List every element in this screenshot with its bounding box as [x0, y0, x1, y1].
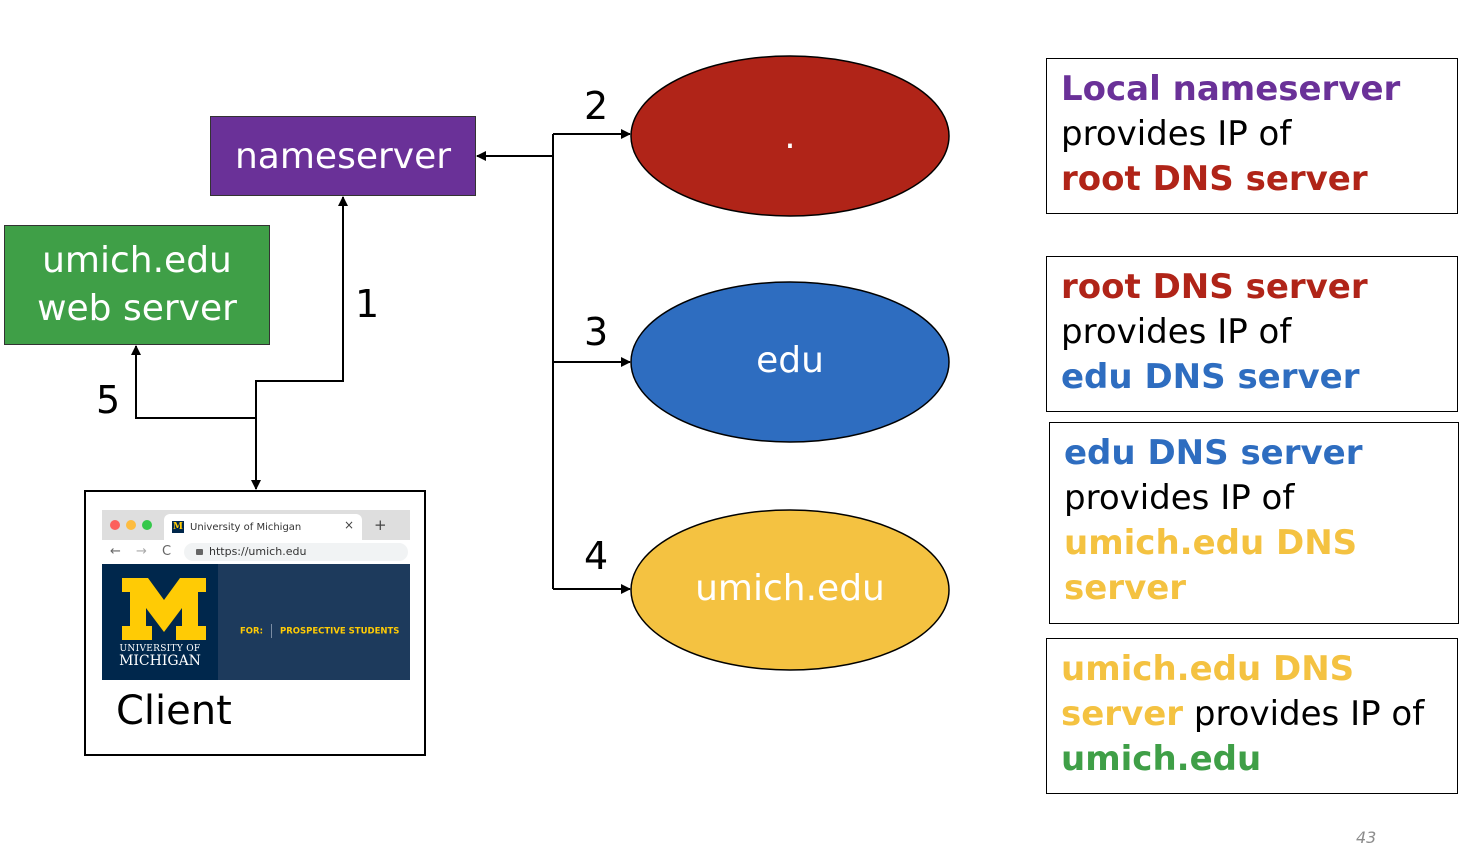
wordmark-michigan: MICHIGAN [119, 653, 201, 669]
info-2-subject: root DNS server [1061, 267, 1368, 307]
step-5-label: 5 [96, 378, 121, 422]
web-server-box: umich.edu web server [4, 225, 270, 345]
arrow-client-to-webserver [131, 345, 256, 419]
info-4-verb: provides IP of [1183, 694, 1425, 734]
edu-dns-label: edu [756, 340, 824, 381]
minimize-window-dot [126, 520, 136, 530]
root-dns-ellipse [630, 55, 950, 217]
info-4-subject: umich.edu DNS server [1061, 649, 1355, 734]
step-1-label: 1 [355, 282, 380, 326]
step-4-label: 4 [584, 534, 609, 578]
umich-homepage: UNIVERSITY OF MICHIGAN FOR: PROSPECTIVE S… [102, 564, 410, 680]
university-wordmark: UNIVERSITY OF MICHIGAN [108, 644, 212, 668]
wordmark-university-of: UNIVERSITY OF [119, 644, 201, 654]
audience-label: PROSPECTIVE STUDENTS [279, 626, 400, 637]
info-2-object: edu DNS server [1061, 357, 1360, 397]
browser-tab-title: University of Michigan [190, 521, 302, 533]
info-box-local-nameserver: Local nameserver provides IP of root DNS… [1046, 58, 1458, 214]
arrow-client-to-nameserver [255, 196, 348, 418]
browser-tab: M University of Michigan × [164, 514, 362, 540]
info-box-edu-dns: edu DNS server provides IP of umich.edu … [1049, 422, 1459, 624]
maximize-window-dot [142, 520, 152, 530]
local-nameserver-box: nameserver [210, 116, 476, 196]
info-3-object: umich.edu DNS server [1064, 523, 1358, 608]
client-label: Client [116, 688, 232, 734]
browser-address-bar: ← → C https://umich.edu [102, 540, 410, 565]
info-1-verb: provides IP of [1061, 114, 1292, 154]
umich-favicon-icon: M [172, 521, 184, 533]
info-2-verb: provides IP of [1061, 312, 1292, 352]
audience-bar: FOR: PROSPECTIVE STUDENTS [240, 624, 399, 638]
web-server-label-line2: web server [37, 288, 237, 329]
lock-icon [196, 549, 203, 555]
block-m-logo-icon [122, 578, 206, 640]
reload-icon: C [162, 544, 172, 559]
browser-tab-bar: M University of Michigan × + [102, 510, 410, 540]
forward-arrow-icon: → [136, 544, 147, 559]
info-4-object: umich.edu [1061, 739, 1262, 779]
url-text: https://umich.edu [209, 545, 307, 558]
url-field: https://umich.edu [184, 543, 408, 561]
umich-logo-panel: UNIVERSITY OF MICHIGAN [102, 564, 218, 680]
edu-dns-ellipse [630, 281, 950, 443]
back-arrow-icon: ← [110, 544, 121, 559]
info-box-root-dns: root DNS server provides IP of edu DNS s… [1046, 256, 1458, 412]
tab-close-icon: × [343, 518, 354, 532]
web-server-label-line1: umich.edu [42, 240, 232, 281]
umich-banner-panel: FOR: PROSPECTIVE STUDENTS [218, 564, 410, 680]
info-3-verb: provides IP of [1064, 478, 1295, 518]
info-box-umich-dns: umich.edu DNS server provides IP of umic… [1046, 638, 1458, 794]
browser-screenshot: M University of Michigan × + ← → C https… [102, 510, 410, 680]
for-label: FOR: [240, 626, 263, 637]
info-1-subject: Local nameserver [1061, 69, 1401, 109]
close-window-dot [110, 520, 120, 530]
page-number: 43 [1356, 828, 1377, 847]
info-1-object: root DNS server [1061, 159, 1368, 199]
nameserver-label: nameserver [234, 135, 452, 177]
umich-dns-ellipse [630, 509, 950, 671]
umich-dns-label: umich.edu [695, 568, 885, 609]
step-2-label: 2 [584, 84, 609, 128]
info-3-subject: edu DNS server [1064, 433, 1363, 473]
client-box: M University of Michigan × + ← → C https… [84, 490, 426, 756]
new-tab-icon: + [374, 516, 387, 534]
step-3-label: 3 [584, 310, 609, 354]
root-dns-label: . [784, 116, 796, 157]
